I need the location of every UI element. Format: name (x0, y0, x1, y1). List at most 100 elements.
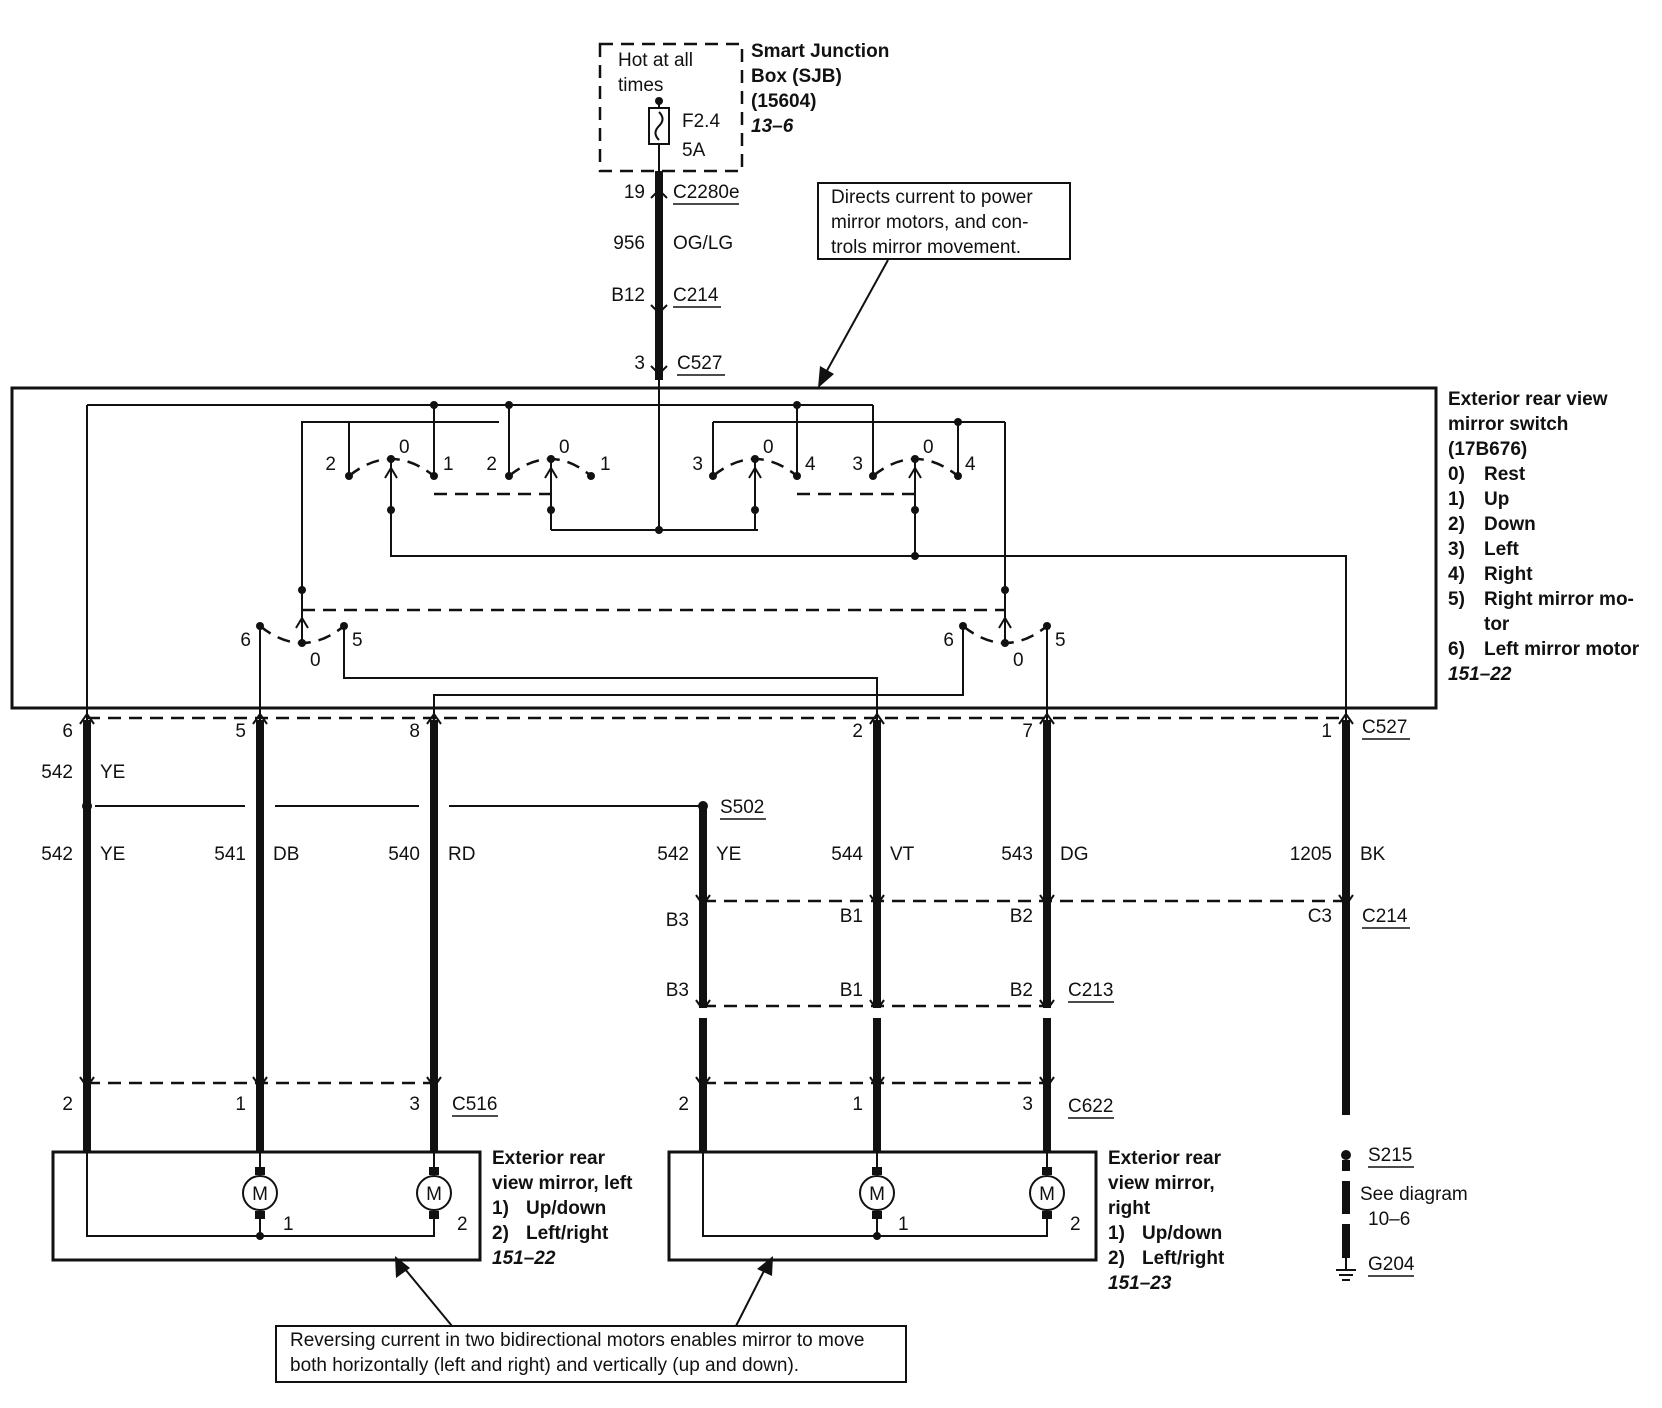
motor-icon: M (859, 1167, 895, 1219)
c516-connector: 2 1 3 C516 (62, 1076, 498, 1117)
svg-text:See diagram: See diagram (1360, 1184, 1468, 1205)
svg-text:2: 2 (1070, 1214, 1081, 1235)
c214-connector: B3 B1 B2 C3 C214 (666, 894, 1410, 931)
conn-c622: C622 (1068, 1096, 1113, 1117)
svg-text:VT: VT (890, 844, 915, 865)
svg-text:Left/right: Left/right (526, 1223, 609, 1244)
mirror-left: M M 1 2 Exterior rear view mirror, left … (51, 1148, 633, 1269)
svg-text:2): 2) (492, 1223, 509, 1244)
motor-icon: M (416, 1167, 452, 1219)
svg-text:544: 544 (831, 844, 863, 865)
svg-text:0: 0 (399, 437, 410, 458)
svg-text:1: 1 (852, 1094, 863, 1115)
svg-text:Right mirror mo-: Right mirror mo- (1484, 589, 1634, 610)
svg-text:view mirror, left: view mirror, left (492, 1173, 633, 1194)
svg-text:3: 3 (1022, 1094, 1033, 1115)
svg-text:5: 5 (1055, 630, 1066, 651)
switch-ref: 151–22 (1448, 664, 1512, 685)
pin-19: 19 (624, 182, 645, 203)
pin-b12: B12 (611, 285, 645, 306)
mirror-right-housing (667, 1150, 1098, 1262)
splice-s502: S502 (720, 797, 764, 818)
svg-text:M: M (869, 1184, 885, 1205)
fuse-amp: 5A (682, 140, 706, 161)
ground-path: S215 See diagram 10–6 G204 (1336, 1145, 1468, 1281)
c622-connector: 2 1 3 C622 (678, 1076, 1114, 1119)
svg-text:3: 3 (692, 454, 703, 475)
svg-text:M: M (426, 1184, 442, 1205)
svg-text:7: 7 (1022, 721, 1033, 742)
svg-text:BK: BK (1360, 844, 1386, 865)
svg-text:Up/down: Up/down (1142, 1223, 1222, 1244)
svg-text:4): 4) (1448, 564, 1465, 585)
svg-text:2): 2) (1108, 1248, 1125, 1269)
svg-text:542: 542 (41, 844, 73, 865)
svg-text:B2: B2 (1010, 906, 1033, 927)
svg-text:0: 0 (1013, 650, 1024, 671)
svg-text:Right: Right (1484, 564, 1533, 585)
svg-text:B2: B2 (1010, 980, 1033, 1001)
svg-text:5: 5 (235, 721, 246, 742)
svg-text:0: 0 (559, 437, 570, 458)
svg-text:2: 2 (852, 721, 863, 742)
svg-text:B3: B3 (666, 980, 689, 1001)
sjb-dashed-box (598, 42, 744, 173)
svg-text:6: 6 (62, 721, 73, 742)
circuit-956: 956 (613, 233, 645, 254)
svg-text:B1: B1 (840, 906, 863, 927)
conn-c527-top: C527 (677, 353, 722, 374)
svg-text:2: 2 (678, 1094, 689, 1115)
svg-text:Left/right: Left/right (1142, 1248, 1225, 1269)
mirror-right: M M 1 2 Exterior rear view mirror, right… (667, 1148, 1225, 1294)
svg-text:1: 1 (235, 1094, 246, 1115)
conn-c213: C213 (1068, 980, 1113, 1001)
switch-left-right-2: 3 0 4 (852, 405, 976, 556)
switch-left-right-1: 3 0 4 (692, 405, 816, 514)
svg-text:view mirror,: view mirror, (1108, 1173, 1215, 1194)
svg-text:6): 6) (1448, 639, 1465, 660)
svg-text:542: 542 (657, 844, 689, 865)
harness-wires: S502 542 YE 542 YE 541 DB 540 RD 542 YE … (41, 720, 1386, 1152)
svg-text:Up: Up (1484, 489, 1509, 510)
svg-text:3): 3) (1448, 539, 1465, 560)
svg-text:C3: C3 (1308, 906, 1332, 927)
svg-text:1: 1 (898, 1214, 909, 1235)
svg-text:YE: YE (100, 762, 125, 783)
svg-text:3: 3 (852, 454, 863, 475)
svg-text:0: 0 (763, 437, 774, 458)
svg-text:RD: RD (448, 844, 475, 865)
smart-junction-box: Hot at all times F2.4 5A Smart Junction … (598, 41, 889, 173)
svg-text:1: 1 (600, 454, 611, 475)
svg-text:0): 0) (1448, 464, 1465, 485)
svg-text:Exterior rear: Exterior rear (1108, 1148, 1222, 1169)
mirror-switch: 2 0 1 2 0 1 3 0 4 (10, 380, 1640, 720)
svg-text:0: 0 (923, 437, 934, 458)
pin-3: 3 (634, 353, 645, 374)
svg-text:right: right (1108, 1198, 1151, 1219)
svg-text:1): 1) (1448, 489, 1465, 510)
svg-text:2: 2 (62, 1094, 73, 1115)
svg-text:2: 2 (486, 454, 497, 475)
svg-text:DB: DB (273, 844, 299, 865)
conn-c516: C516 (452, 1094, 497, 1115)
svg-text:YE: YE (100, 844, 125, 865)
svg-text:542: 542 (41, 762, 73, 783)
svg-text:2: 2 (457, 1214, 468, 1235)
selector-switch-right: 6 0 5 (433, 586, 1066, 720)
svg-text:543: 543 (1001, 844, 1033, 865)
callout-top-line1: Directs current to power (831, 187, 1033, 208)
svg-text:Reversing current in two bidir: Reversing current in two bidirectional m… (290, 1330, 864, 1351)
svg-text:1): 1) (492, 1198, 509, 1219)
svg-text:8: 8 (409, 721, 420, 742)
callout-top: Directs current to power mirror motors, … (817, 182, 1071, 388)
ground-g204: G204 (1368, 1254, 1415, 1275)
switch-legend: 0)Rest 1)Up 2)Down 3)Left 4)Right 5)Righ… (1448, 464, 1640, 660)
svg-text:1: 1 (283, 1214, 294, 1235)
conn-c214-bottom: C214 (1362, 906, 1408, 927)
sjb-ref: 13–6 (751, 116, 794, 137)
svg-text:Up/down: Up/down (526, 1198, 606, 1219)
selector-switch-left: 6 0 5 (240, 586, 878, 720)
svg-text:M: M (1039, 1184, 1055, 1205)
svg-text:YE: YE (716, 844, 741, 865)
